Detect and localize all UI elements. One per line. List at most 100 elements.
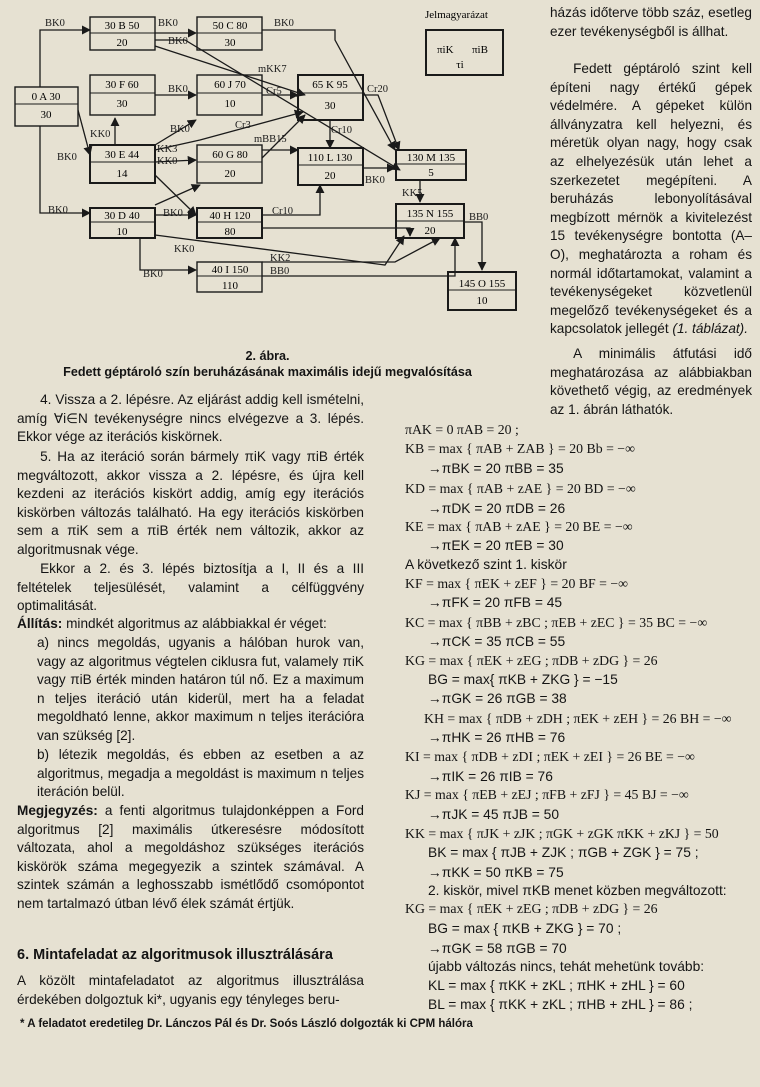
- edge-label: BB0: [469, 212, 488, 223]
- edge-b-m: [155, 39, 401, 171]
- node-m-top: 130 M 135: [407, 152, 456, 164]
- math-line: KD = max { πAB + zAE } = 20 BD = −∞: [405, 481, 636, 496]
- math-line: KH = max { πDB + zDH ; πEK + zEH } = 26 …: [424, 711, 732, 726]
- figure-title: Fedett géptároló szín beruházásának maxi…: [63, 365, 472, 379]
- figure-caption: 2. ábra. Fedett géptároló szín beruházás…: [0, 348, 535, 380]
- edge-e-k: [154, 109, 304, 151]
- right-paragraph-1: házás időterve több száz, esetleg ezer t…: [550, 5, 752, 39]
- math-line: →πBK = 20 πBB = 35: [428, 461, 564, 476]
- node-f-bottom: 30: [117, 98, 129, 110]
- node-k-bottom: 30: [325, 100, 337, 112]
- left-paragraph-step4: 4. Vissza a 2. lépésre. Az eljárást addi…: [17, 392, 364, 445]
- math-line: →πIK = 26 πIB = 76: [428, 769, 553, 784]
- edge-h-l: [262, 184, 325, 216]
- math-line: →πKK = 50 πKB = 75: [428, 865, 564, 880]
- node-j-top: 60 J 70: [214, 79, 246, 91]
- edge-b-k: [154, 45, 306, 97]
- math-line: KJ = max { πEB + zEJ ; πFB + zFJ } = 45 …: [405, 787, 689, 802]
- node-o-top: 145 O 155: [459, 278, 506, 290]
- node-o-bottom: 10: [477, 295, 489, 307]
- edge-label: BK0: [57, 152, 77, 163]
- megjegyzes-paragraph: Megjegyzés: a fenti algoritmus tulajdonk…: [17, 802, 364, 914]
- node-f-top: 30 F 60: [105, 79, 139, 91]
- edge-label: KK2: [270, 253, 290, 264]
- node-k-top: 65 K 95: [312, 79, 348, 91]
- node-d-top: 30 D 40: [104, 210, 140, 222]
- math-line: KG = max { πEK + zEG ; πDB + zDG } = 26: [405, 653, 658, 668]
- math-line: KE = max { πAB + zAE } = 20 BE = −∞: [405, 519, 633, 534]
- table-reference: (1. táblázat).: [672, 321, 748, 337]
- allitas-item-b: b) létezik megoldás, és ebben az esetben…: [37, 747, 364, 800]
- edge-label: Cr5: [266, 86, 282, 97]
- math-line: BL = max { πKK + zKL ; πHB + zHL } = 86 …: [428, 997, 693, 1012]
- node-c-bottom: 30: [225, 37, 237, 49]
- right-paragraph-3: A minimális átfutási idő meghatározása a…: [550, 346, 752, 417]
- allitas-item-a: a) nincs megoldás, ugyanis a hálóban hur…: [37, 635, 364, 743]
- edge-label: mKK7: [258, 64, 287, 75]
- math-line: →πCK = 35 πCB = 55: [428, 634, 566, 649]
- edge-d-i: [139, 238, 197, 275]
- math-line: KC = max { πBB + zBC ; πEB + zEC } = 35 …: [405, 615, 708, 630]
- edge-a-d: [39, 126, 91, 218]
- math-line: újabb változás nincs, tehát mehetünk tov…: [428, 959, 705, 974]
- math-line: 2. kiskör, mivel πKB menet közben megvál…: [428, 883, 727, 898]
- node-l-bottom: 20: [325, 170, 337, 182]
- edge-e-g: [154, 155, 197, 165]
- right-paragraph-2: Fedett géptároló szint kell építeni nagy…: [550, 60, 752, 339]
- node-i-bottom: 110: [222, 280, 239, 292]
- edge-label: BK0: [158, 18, 178, 29]
- edge-label: mBB15: [254, 134, 287, 145]
- legend-top-right: πiB: [472, 44, 488, 56]
- left-paragraph-example: A közölt mintafeladatot az algoritmus il…: [17, 973, 364, 1007]
- node-b-top: 30 B 50: [105, 20, 140, 32]
- node-k: 65 K 95 30: [297, 74, 364, 121]
- edge-label: Cr3: [235, 120, 251, 131]
- math-line: →πGK = 26 πGB = 38: [428, 691, 567, 706]
- section-heading: 6. Mintafeladat az algoritmusok illusztr…: [17, 947, 333, 963]
- math-line: KI = max { πDB + zDI ; πEK + zEI } = 26 …: [405, 749, 695, 764]
- edge-label: BK0: [45, 18, 65, 29]
- allitas-label: Állítás:: [17, 616, 63, 631]
- edge-label: BK0: [168, 84, 188, 95]
- node-o: 145 O 155 10: [447, 271, 517, 311]
- node-a-top: 0 A 30: [32, 91, 61, 103]
- node-d-bottom: 10: [117, 226, 129, 238]
- edge-e-j: [154, 119, 197, 146]
- edge-h-n: [262, 227, 415, 237]
- footnote: * A feladatot eredetileg Dr. Lánczos Pál…: [20, 1018, 473, 1030]
- edge-labels: BK0 BK0 BK0 BK0 BK0 BK0 BK0 BK0 BK0 BK0 …: [45, 18, 488, 280]
- megjegyzes-text: a fenti algoritmus tulajdonképpen a Ford…: [17, 803, 364, 911]
- node-m-bottom: 5: [428, 167, 434, 179]
- node-m: 130 M 135 5: [395, 149, 467, 181]
- edge-label: Cr10: [331, 125, 352, 136]
- edge-a-b: [39, 25, 91, 87]
- edge-g-k: [261, 114, 306, 159]
- node-g-top: 60 G 80: [212, 149, 248, 161]
- math-line: KL = max { πKK + zKL ; πHK + zHL } = 60: [428, 978, 685, 993]
- allitas-text: mindkét algoritmus az alábbiakkal ér vég…: [62, 616, 327, 631]
- node-e-bottom: 14: [117, 168, 129, 180]
- math-line: →πDK = 20 πDB = 26: [428, 501, 566, 516]
- math-line: →πEK = 20 πEB = 30: [428, 538, 564, 553]
- edge-label: KK3: [157, 144, 177, 155]
- math-line: BK = max { πJB + ZJK ; πGB + ZGK } = 75 …: [428, 845, 699, 860]
- edge-e-h: [154, 174, 197, 216]
- edge-label: Cr10: [272, 206, 293, 217]
- edge-label: BB0: [270, 266, 289, 277]
- node-l-top: 110 L 130: [308, 152, 353, 164]
- left-paragraph-step5: 5. Ha az iteráció során bármely πiK vagy…: [17, 449, 364, 557]
- math-line: BG = max{ πKB + ZKG } = −15: [428, 672, 618, 687]
- node-i-top: 40 I 150: [212, 264, 249, 276]
- math-line: KG = max { πEK + zEG ; πDB + zDG } = 26: [405, 901, 658, 916]
- edge-label: BK0: [170, 124, 190, 135]
- node-h-bottom: 80: [225, 226, 237, 238]
- legend-top-left: πiK: [437, 44, 454, 56]
- edge-label: BK0: [48, 205, 68, 216]
